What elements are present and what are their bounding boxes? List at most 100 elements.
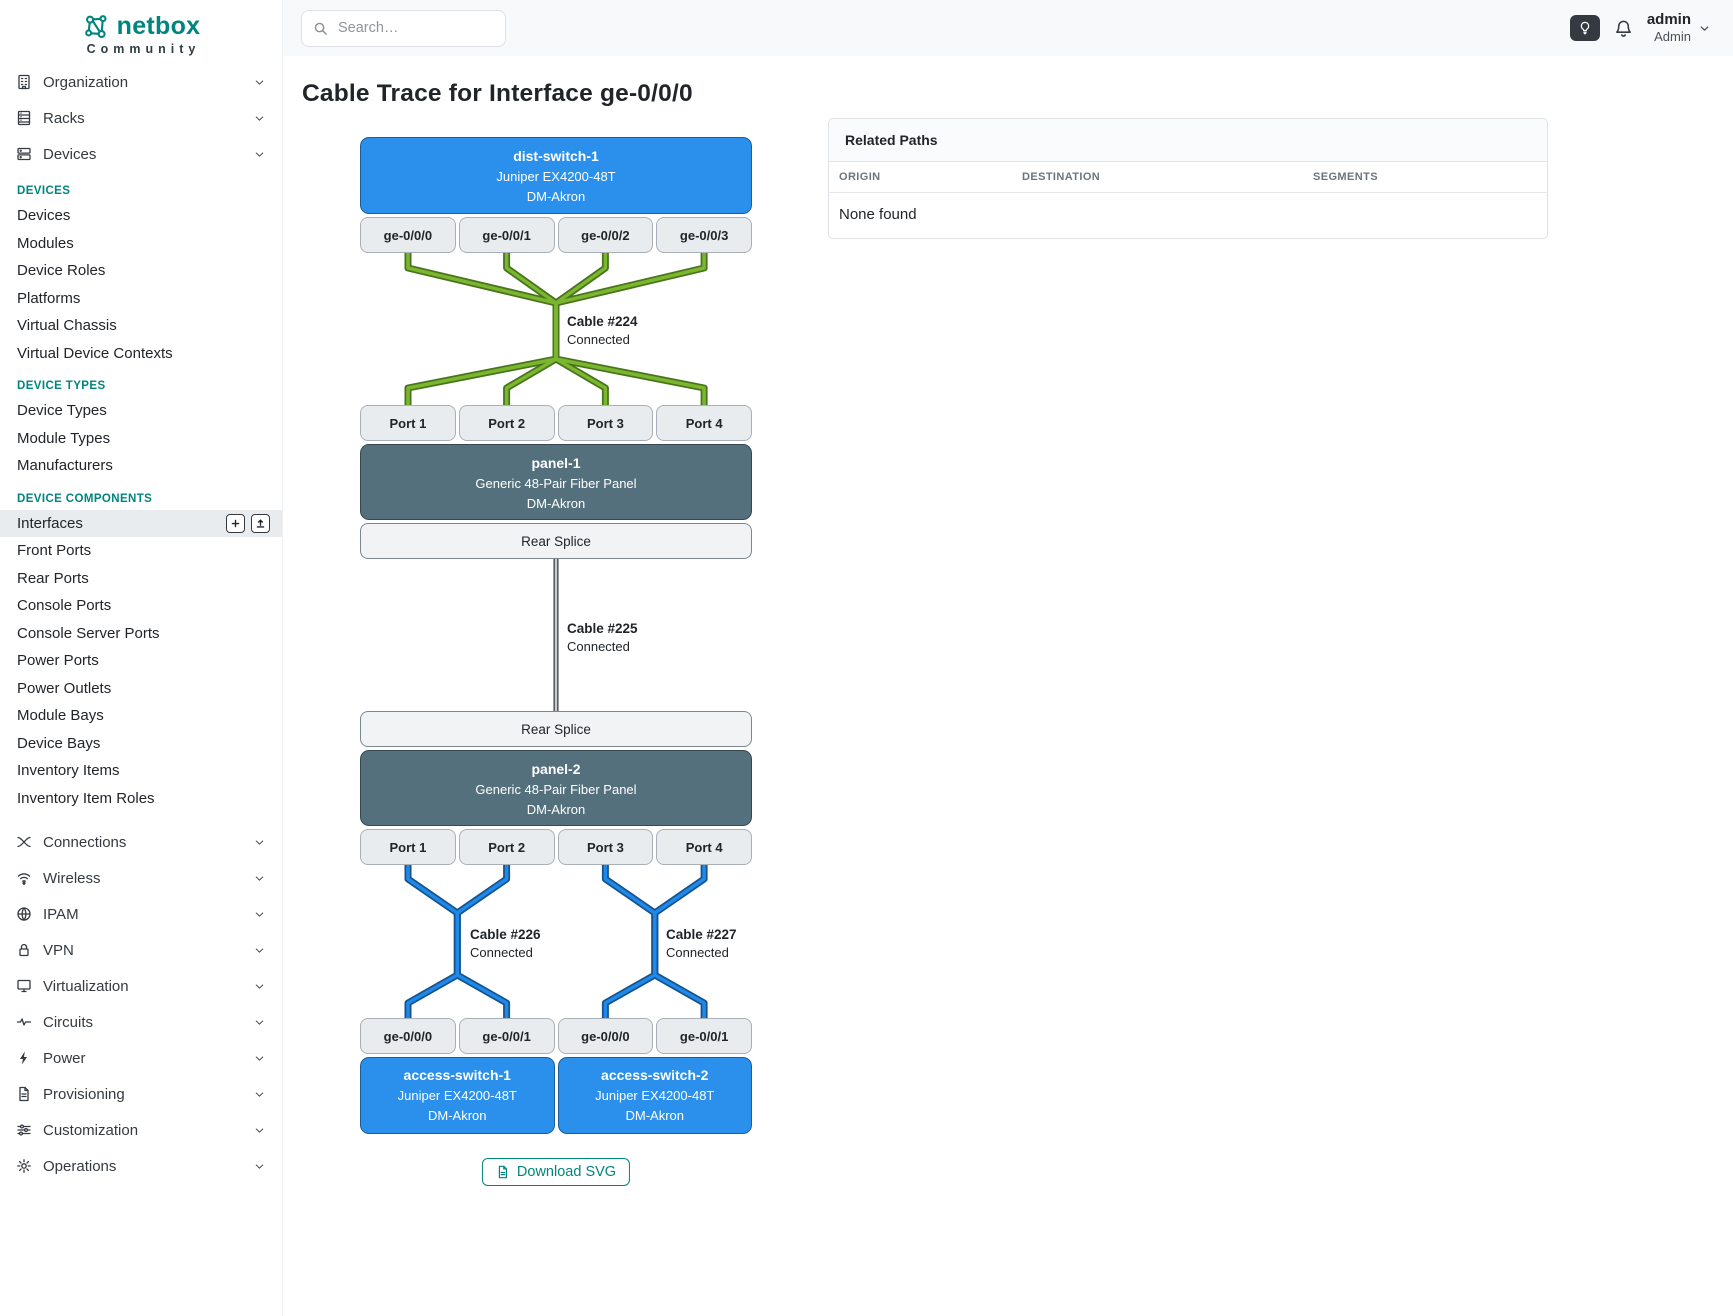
customization-icon [16,1122,32,1138]
sidebar-subitem-label: Module Types [17,429,111,447]
sidebar-item-label: IPAM [43,905,79,923]
file-icon [496,1165,510,1179]
cable-label-224[interactable]: Cable #224 Connected [567,314,638,347]
devices-icon [16,146,32,162]
chevron-down-icon [253,1016,266,1029]
front-port-box: Port 3 [557,829,654,865]
building-icon [16,74,32,90]
device-name: panel-2 [531,761,581,777]
cable-name: Cable #227 [666,927,737,942]
user-menu[interactable]: admin Admin [1647,11,1711,45]
sidebar-subitem-devices[interactable]: Devices [0,202,282,230]
sidebar-item-provisioning[interactable]: Provisioning [0,1076,282,1112]
sidebar-subitem-front-ports[interactable]: Front Ports [0,537,282,565]
sidebar-item-label: Operations [43,1157,117,1175]
sidebar-item-vpn[interactable]: VPN [0,932,282,968]
user-role: Admin [1654,29,1691,45]
rear-splice-label: Rear Splice [521,721,591,737]
sidebar-subitem-manufacturers[interactable]: Manufacturers [0,452,282,480]
netbox-logo-icon [82,13,110,41]
cable-label-227[interactable]: Cable #227 Connected [666,927,737,960]
chevron-down-icon [253,112,266,125]
device-box-access-switch-2[interactable]: access-switch-2 Juniper EX4200-48T DM-Ak… [557,1057,752,1134]
rear-splice-box: Rear Splice [360,711,752,747]
import-button[interactable] [251,513,270,533]
sidebar-item-devices[interactable]: Devices [0,136,282,172]
device-box-panel-1[interactable]: panel-1 Generic 48-Pair Fiber Panel DM-A… [360,444,752,520]
front-port-box: Port 2 [458,829,555,865]
page-title: Cable Trace for Interface ge-0/0/0 [302,80,693,107]
related-paths-card: Related Paths ORIGIN DESTINATION SEGMENT… [828,118,1548,239]
chevron-down-icon [253,1160,266,1173]
device-site: DM-Akron [526,495,586,511]
sidebar-subitem-label: Module Bays [17,707,104,725]
sidebar-item-racks[interactable]: Racks [0,100,282,136]
sidebar-subitem-label: Console Ports [17,597,112,615]
sidebar-subitem-platforms[interactable]: Platforms [0,285,282,313]
related-paths-header-row: ORIGIN DESTINATION SEGMENTS [829,162,1547,193]
cable-name: Cable #226 [470,927,541,942]
device-box-access-switch-1[interactable]: access-switch-1 Juniper EX4200-48T DM-Ak… [360,1057,555,1134]
sidebar-subitem-device-bays[interactable]: Device Bays [0,730,282,758]
sidebar-subitem-label: Front Ports [17,542,92,560]
sidebar-item-organization[interactable]: Organization [0,64,282,100]
cable-label-225[interactable]: Cable #225 Connected [567,621,638,654]
related-paths-empty: None found [839,206,917,223]
sidebar-subitem-power-outlets[interactable]: Power Outlets [0,675,282,703]
sidebar-subitem-label: Inventory Item Roles [17,789,155,807]
sidebar-item-operations[interactable]: Operations [0,1148,282,1184]
sidebar-item-power[interactable]: Power [0,1040,282,1076]
sidebar-subitem-label: Modules [17,234,74,252]
device-name: access-switch-1 [403,1067,511,1083]
front-port-box: Port 1 [360,405,456,441]
sidebar-item-label: Organization [43,73,129,91]
sidebar-subitem-device-types[interactable]: Device Types [0,397,282,425]
column-header-destination: DESTINATION [1022,171,1101,183]
sidebar-item-ipam[interactable]: IPAM [0,896,282,932]
sidebar-item-circuits[interactable]: Circuits [0,1004,282,1040]
device-box-dist-switch-1[interactable]: dist-switch-1 Juniper EX4200-48T DM-Akro… [360,137,752,214]
sidebar-item-label: Power [43,1049,86,1067]
device-box-panel-2[interactable]: panel-2 Generic 48-Pair Fiber Panel DM-A… [360,750,752,826]
sidebar-item-label: Circuits [43,1013,94,1031]
sidebar-subitem-module-bays[interactable]: Module Bays [0,702,282,730]
chevron-down-icon [253,148,266,161]
sidebar-item-customization[interactable]: Customization [0,1112,282,1148]
sidebar-subitem-module-types[interactable]: Module Types [0,425,282,453]
vpn-icon [16,942,32,958]
sidebar-subitem-power-ports[interactable]: Power Ports [0,647,282,675]
theme-toggle-button[interactable] [1569,15,1600,41]
interface-box: ge-0/0/2 [557,217,654,253]
chevron-down-icon [253,944,266,957]
sidebar-item-wireless[interactable]: Wireless [0,860,282,896]
cable-status: Connected [470,945,533,960]
quick-action-buttons [226,513,270,533]
cable-label-226[interactable]: Cable #226 Connected [470,927,541,960]
sidebar-item-connections[interactable]: Connections [0,824,282,860]
sidebar-item-virtualization[interactable]: Virtualization [0,968,282,1004]
sidebar-subitem-rear-ports[interactable]: Rear Ports [0,565,282,593]
device-site: DM-Akron [526,188,586,204]
search-input[interactable] [336,19,494,37]
sidebar-subitem-inventory-items[interactable]: Inventory Items [0,757,282,785]
sidebar-subitem-inventory-item-roles[interactable]: Inventory Item Roles [0,785,282,813]
sidebar-subitem-device-roles[interactable]: Device Roles [0,257,282,285]
sidebar-subitem-virtual-chassis[interactable]: Virtual Chassis [0,312,282,340]
download-svg-button[interactable]: Download SVG [481,1158,631,1186]
chevron-down-icon [253,836,266,849]
search-box[interactable] [301,9,506,47]
sidebar-subitem-modules[interactable]: Modules [0,230,282,258]
search-icon [313,21,328,36]
add-button[interactable] [226,513,245,533]
download-svg-label: Download SVG [516,1164,617,1180]
sidebar-subitem-interfaces[interactable]: Interfaces [0,509,282,537]
topbar: admin Admin [283,0,1733,56]
ipam-icon [16,906,32,922]
device-model: Generic 48-Pair Fiber Panel [475,782,637,797]
brand[interactable]: netbox Community [0,0,282,64]
sidebar-subitem-virtual-device-contexts[interactable]: Virtual Device Contexts [0,340,282,368]
notifications-button[interactable] [1614,19,1633,38]
sidebar-subitem-console-server-ports[interactable]: Console Server Ports [0,620,282,648]
sidebar-subitem-console-ports[interactable]: Console Ports [0,592,282,620]
